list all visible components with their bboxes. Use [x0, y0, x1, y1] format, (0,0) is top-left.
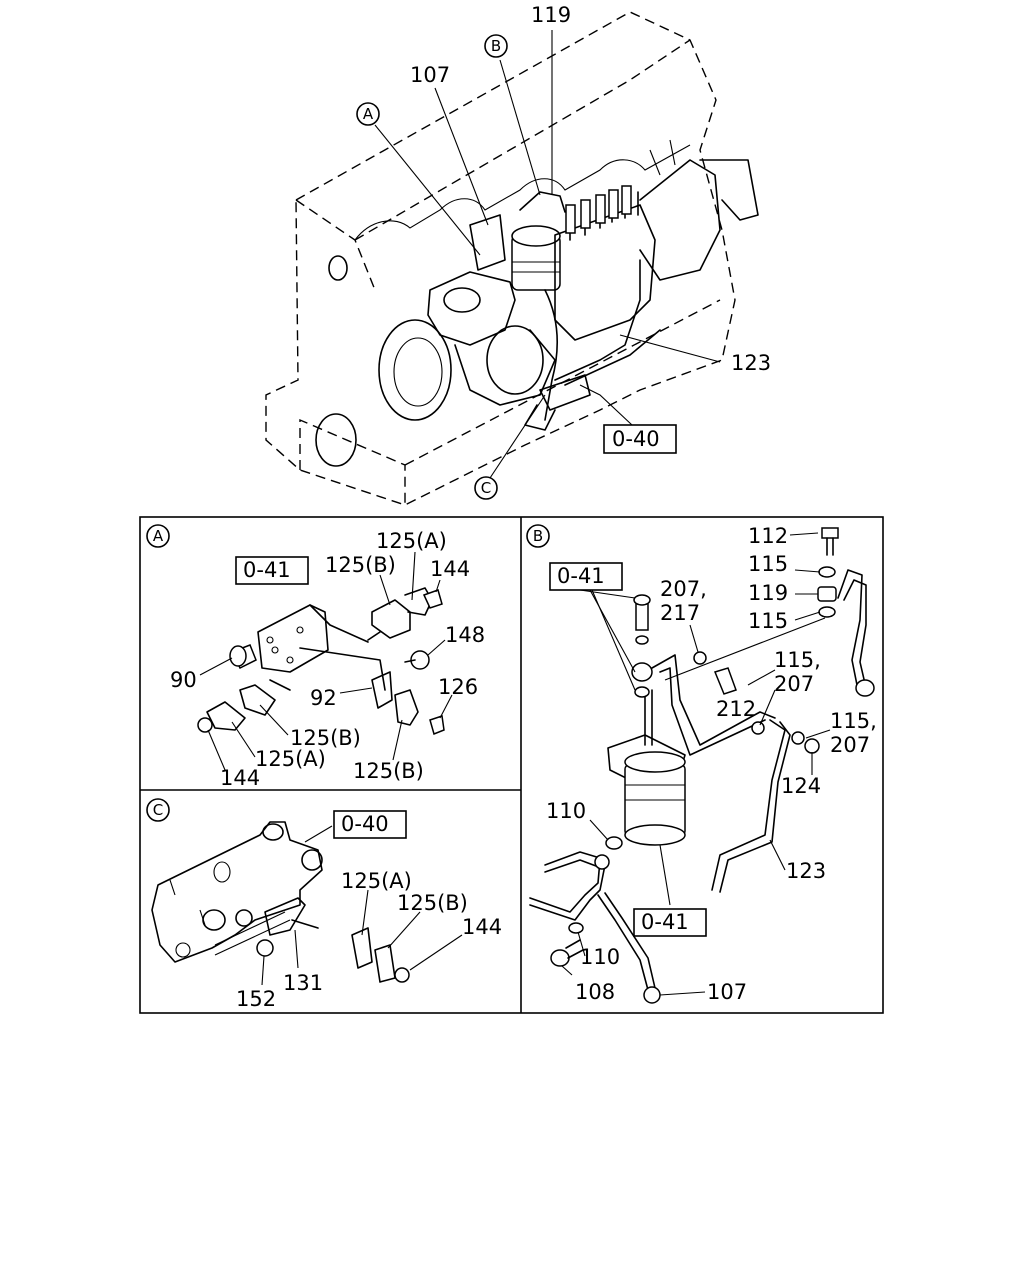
- panel-a-callout-90: 90: [170, 668, 197, 692]
- panel-b-ref-box-2-label: 0-41: [641, 910, 689, 934]
- panel-b-callout-115-a: 115: [748, 552, 788, 576]
- panel-a-callout-125a-top: 125(A): [376, 529, 447, 553]
- panel-b-callout-115-b: 115: [748, 609, 788, 633]
- callout-b-circle: [484, 34, 508, 58]
- panel-c: C 0-40 125(A) 125(B) 144 152 131: [146, 798, 502, 1011]
- panel-c-callout-152: 152: [236, 987, 276, 1011]
- panel-a-callout-148: 148: [445, 623, 485, 647]
- panel-b-callout-119: 119: [748, 581, 788, 605]
- panel-c-letter-circle: [146, 798, 170, 822]
- engine-illustration: [265, 11, 759, 506]
- panel-c-ref-box-label: 0-40: [341, 812, 389, 836]
- panel-b-letter: B: [533, 527, 543, 545]
- panel-b-callout-212: 212: [716, 697, 756, 721]
- panel-b: B 0-41 0-41: [526, 524, 877, 1004]
- panel-b-callout-115-207-b2: 207: [830, 733, 870, 757]
- panel-b-callout-115-207-b1: 115,: [830, 709, 877, 733]
- panel-b-callout-112: 112: [748, 524, 788, 548]
- callout-119: 119: [531, 3, 571, 27]
- panel-c-callout-125b: 125(B): [397, 891, 468, 915]
- panel-c-letter: C: [153, 801, 163, 819]
- panel-a-callout-92: 92: [310, 686, 337, 710]
- panel-a: A 0-41 125(A) 1: [146, 524, 485, 790]
- callout-107: 107: [410, 63, 450, 87]
- panel-b-callout-207-217-a: 207,: [660, 577, 707, 601]
- callout-c-circle: [474, 476, 498, 500]
- top-leaders: [374, 30, 721, 479]
- ref-box-top: [603, 424, 677, 454]
- panel-b-letter-circle: [526, 524, 550, 548]
- panel-b-callout-123: 123: [786, 859, 826, 883]
- panel-b-ref-box-label: 0-41: [557, 564, 605, 588]
- panel-a-letter-circle: [146, 524, 170, 548]
- panel-a-ref-box: [235, 556, 309, 585]
- panel-c-callout-125a: 125(A): [341, 869, 412, 893]
- panel-b-callout-108: 108: [575, 980, 615, 1004]
- detail-frame: [139, 516, 884, 1014]
- panel-a-callout-125a-low: 125(A): [255, 747, 326, 771]
- panel-c-ref-box: [333, 810, 407, 839]
- panel-b-callout-207-217-b: 217: [660, 601, 700, 625]
- panel-c-callout-131: 131: [283, 971, 323, 995]
- ref-box-top-label: 0-40: [612, 427, 660, 451]
- panel-a-callout-144-top: 144: [430, 557, 470, 581]
- panel-b-ref-box-2: [633, 908, 707, 937]
- callout-b: B: [491, 37, 501, 55]
- panel-a-callout-125b-mid: 125(B): [290, 726, 361, 750]
- panel-b-callout-110-a: 110: [546, 799, 586, 823]
- panel-a-ref-box-label: 0-41: [243, 558, 291, 582]
- panel-b-callout-124: 124: [781, 774, 821, 798]
- panel-a-callout-144-low: 144: [220, 766, 260, 790]
- panel-a-callout-126: 126: [438, 675, 478, 699]
- callout-a: A: [363, 105, 374, 123]
- callout-a-circle: [356, 102, 380, 126]
- panel-b-callout-115-207-a1: 115,: [774, 648, 821, 672]
- panel-c-callout-144: 144: [462, 915, 502, 939]
- panel-b-ref-box: [549, 562, 623, 591]
- callout-c: C: [481, 479, 491, 497]
- panel-b-callout-110-b: 110: [580, 945, 620, 969]
- panel-b-callout-107: 107: [707, 980, 747, 1004]
- panel-a-letter: A: [153, 527, 164, 545]
- panel-a-callout-125b-top: 125(B): [325, 553, 396, 577]
- panel-a-callout-125b-low: 125(B): [353, 759, 424, 783]
- panel-b-callout-115-207-a2: 207: [774, 672, 814, 696]
- callout-123: 123: [731, 351, 771, 375]
